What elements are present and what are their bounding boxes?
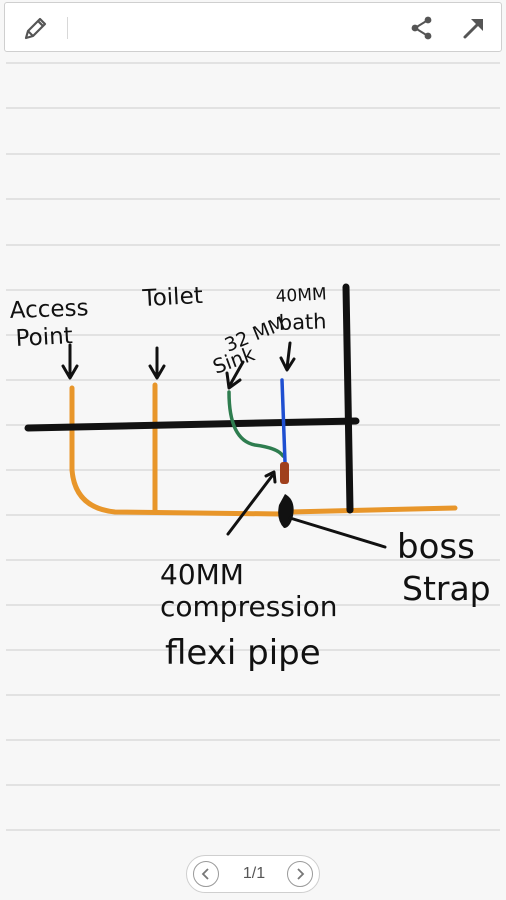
toolbar-divider	[67, 17, 68, 39]
share-icon[interactable]	[403, 9, 441, 47]
page-navigator: 1/1	[186, 855, 320, 893]
top-toolbar	[4, 2, 502, 52]
label-toilet: Toilet	[141, 283, 203, 312]
label-access: Access	[9, 295, 89, 324]
ruled-lines	[6, 62, 500, 831]
green-sink-pipe	[227, 390, 285, 458]
arrows	[61, 341, 387, 549]
compression-fitting	[280, 462, 289, 484]
chevron-right-icon[interactable]	[287, 861, 313, 887]
label-bath-size: 40MM	[275, 284, 327, 307]
label-bath: bath	[278, 309, 327, 335]
label-compression-size: 40MM	[160, 558, 244, 591]
wall-vertical	[342, 283, 354, 514]
label-flexi-pipe: flexi pipe	[165, 633, 321, 673]
label-point: Point	[15, 323, 73, 352]
label-boss: boss	[397, 527, 475, 567]
label-strap: Strap	[402, 569, 491, 608]
page-indicator: 1/1	[242, 865, 266, 882]
label-sink: Sink	[210, 341, 259, 378]
wall-horizontal	[24, 417, 360, 432]
blue-bath-pipe	[280, 378, 287, 464]
labels: Access Point Toilet 40MM bath 32 MM Sink…	[9, 283, 490, 673]
boss-strap-blob	[278, 494, 294, 528]
label-compression: compression	[160, 590, 338, 623]
note-canvas[interactable]: Access Point Toilet 40MM bath 32 MM Sink…	[0, 53, 506, 900]
chevron-left-icon[interactable]	[193, 861, 219, 887]
orange-pipes	[69, 382, 458, 517]
expand-arrow-icon[interactable]	[455, 9, 493, 47]
pencil-icon[interactable]	[17, 9, 55, 47]
